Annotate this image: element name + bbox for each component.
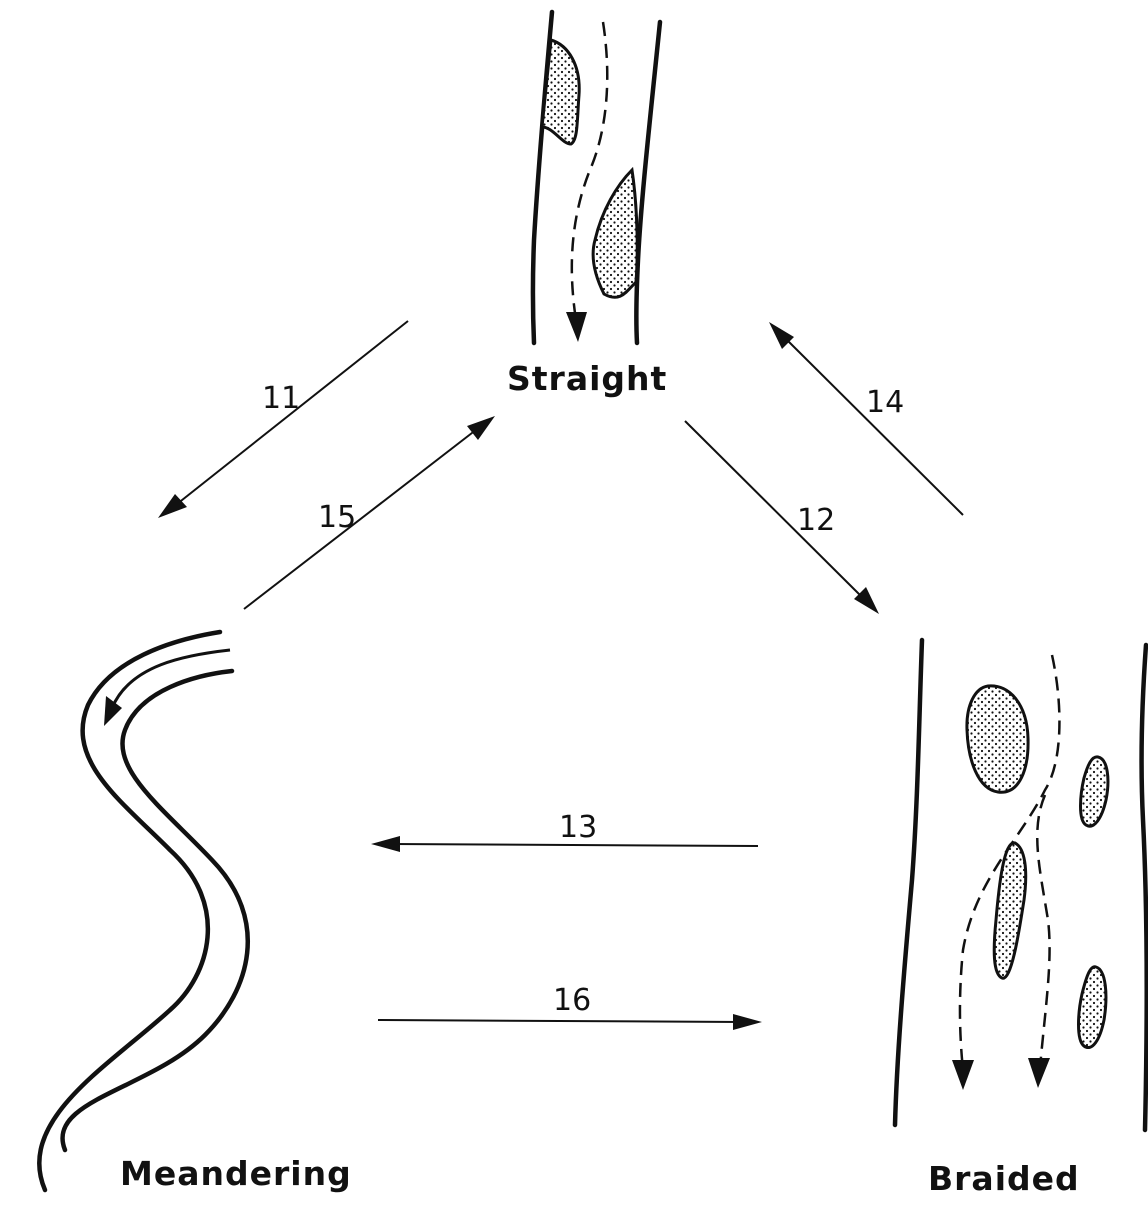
transition-label-13: 13 bbox=[559, 810, 597, 845]
transition-arrow-12 bbox=[685, 421, 879, 614]
braided-right-bank bbox=[1142, 645, 1147, 1130]
braided-flow-arrowhead-2 bbox=[1028, 1058, 1050, 1088]
label-meandering: Meandering bbox=[120, 1154, 352, 1193]
meandering-flow-line bbox=[112, 650, 230, 708]
transition-label-16: 16 bbox=[553, 983, 591, 1018]
meandering-channel-sketch bbox=[39, 632, 247, 1190]
braided-bar-2 bbox=[1081, 757, 1108, 826]
meandering-outer-bank bbox=[39, 632, 220, 1190]
transition-arrow-11 bbox=[158, 321, 408, 518]
straight-lower-bar bbox=[593, 170, 637, 297]
transition-label-14: 14 bbox=[866, 385, 904, 420]
transition-label-12: 12 bbox=[797, 503, 835, 538]
meandering-flow-arrowhead bbox=[104, 696, 122, 726]
braided-left-bank bbox=[895, 640, 922, 1125]
braided-flow-line-branch bbox=[1037, 795, 1049, 1068]
transition-label-11: 11 bbox=[262, 381, 300, 416]
braided-bar-1 bbox=[967, 686, 1028, 792]
transition-arrow-15 bbox=[244, 416, 495, 609]
braided-channel-sketch bbox=[895, 640, 1147, 1130]
straight-flow-arrowhead bbox=[566, 312, 587, 342]
label-straight: Straight bbox=[507, 359, 667, 398]
braided-bar-4 bbox=[1079, 967, 1106, 1048]
label-braided: Braided bbox=[928, 1159, 1080, 1198]
transition-label-15: 15 bbox=[318, 500, 356, 535]
straight-right-bank bbox=[636, 22, 660, 343]
straight-channel-sketch bbox=[533, 12, 660, 343]
braided-flow-arrowhead-1 bbox=[952, 1060, 974, 1090]
